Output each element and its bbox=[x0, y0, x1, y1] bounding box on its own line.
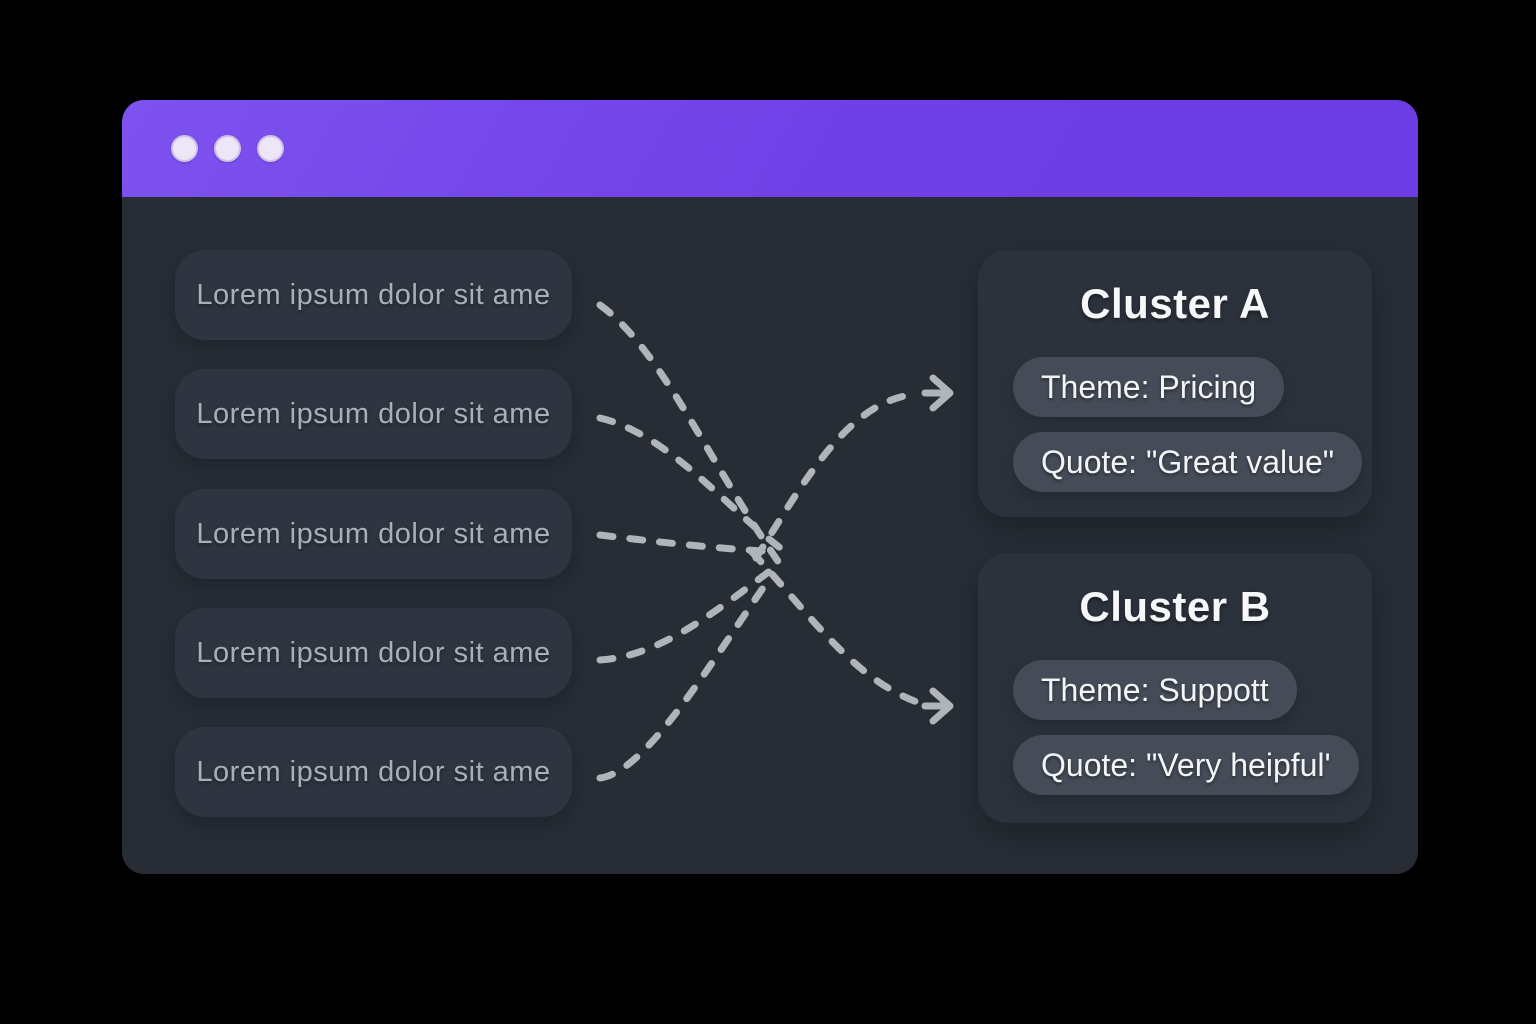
source-item-3: Lorem ipsum dolor sit ame bbox=[175, 489, 572, 579]
source-item-label: Lorem ipsum dolor sit ame bbox=[196, 517, 551, 550]
flow-line-to-cluster-b bbox=[748, 548, 921, 706]
source-item-5: Lorem ipsum dolor sit ame bbox=[175, 727, 572, 817]
flow-line-2 bbox=[596, 414, 794, 559]
source-item-2: Lorem ipsum dolor sit ame bbox=[175, 369, 572, 459]
source-item-1: Lorem ipsum dolor sit ame bbox=[175, 250, 572, 340]
window-control-dot-2[interactable] bbox=[214, 135, 241, 162]
cluster-a-theme-label: Theme: Pricing bbox=[1041, 368, 1257, 405]
cluster-b-theme-label: Theme: Suppott bbox=[1041, 671, 1269, 708]
cluster-b-theme-chip: Theme: Suppott bbox=[1013, 660, 1297, 720]
flow-line-3 bbox=[596, 531, 781, 556]
cluster-card-a: Cluster A Theme: Pricing Quote: "Great v… bbox=[978, 250, 1372, 517]
cluster-a-theme-chip: Theme: Pricing bbox=[1013, 357, 1285, 417]
cluster-b-quote-label: Quote: "Very heipful' bbox=[1041, 746, 1331, 783]
arrow-right-icon-cluster-b bbox=[921, 687, 954, 725]
cluster-a-quote-label: Quote: "Great value" bbox=[1041, 443, 1335, 480]
flow-line-4 bbox=[596, 558, 786, 664]
source-item-label: Lorem ipsum dolor sit ame bbox=[196, 755, 551, 788]
window-control-dot-1[interactable] bbox=[171, 135, 198, 162]
app-window: Lorem ipsum dolor sit ame Lorem ipsum do… bbox=[122, 100, 1418, 874]
window-control-dot-3[interactable] bbox=[257, 135, 284, 162]
cluster-card-b: Cluster B Theme: Suppott Quote: "Very he… bbox=[978, 553, 1372, 823]
cluster-a-quote-chip: Quote: "Great value" bbox=[1013, 432, 1363, 492]
source-item-4: Lorem ipsum dolor sit ame bbox=[175, 608, 572, 698]
cluster-a-title: Cluster A bbox=[1080, 280, 1270, 327]
source-item-label: Lorem ipsum dolor sit ame bbox=[196, 278, 551, 311]
source-item-label: Lorem ipsum dolor sit ame bbox=[196, 397, 551, 430]
cluster-b-quote-chip: Quote: "Very heipful' bbox=[1013, 735, 1359, 795]
flow-line-5 bbox=[596, 574, 774, 782]
flow-line-1 bbox=[596, 301, 788, 574]
flow-line-to-cluster-a bbox=[752, 390, 921, 562]
cluster-b-title: Cluster B bbox=[1079, 583, 1271, 630]
window-titlebar bbox=[122, 100, 1418, 197]
source-item-label: Lorem ipsum dolor sit ame bbox=[196, 636, 551, 669]
arrow-right-icon-cluster-a bbox=[921, 374, 954, 412]
